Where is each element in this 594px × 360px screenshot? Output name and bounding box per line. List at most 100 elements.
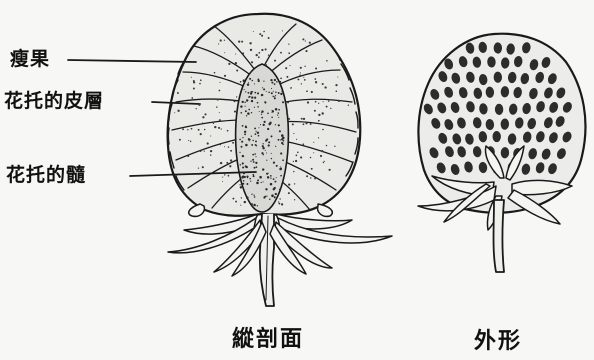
- speckle-dot: [271, 92, 273, 94]
- speckle-dot: [288, 43, 289, 44]
- speckle-dot: [303, 77, 304, 78]
- speckle-dot: [196, 108, 197, 109]
- speckle-dot: [266, 91, 267, 92]
- speckle-dot: [278, 109, 280, 111]
- speckle-dot: [246, 196, 249, 199]
- speckle-dot: [224, 40, 225, 41]
- exterior-figure: [418, 34, 585, 272]
- speckle-dot: [257, 92, 259, 94]
- speckle-dot: [278, 117, 279, 118]
- speckle-dot: [318, 137, 319, 138]
- speckle-dot: [227, 130, 229, 132]
- speckle-dot: [187, 155, 189, 157]
- speckle-dot: [300, 156, 302, 158]
- speckle-dot: [328, 169, 330, 171]
- speckle-dot: [199, 83, 201, 85]
- speckle-dot: [191, 77, 192, 78]
- speckle-dot: [200, 151, 201, 152]
- speckle-dot: [270, 183, 273, 186]
- speckle-dot: [244, 89, 245, 90]
- speckle-dot: [289, 65, 290, 66]
- speckle-dot: [334, 146, 335, 147]
- speckle-dot: [219, 119, 221, 121]
- speckle-dot: [217, 99, 219, 101]
- speckle-dot: [278, 201, 279, 202]
- label-receptacle-pith: 花托的髓: [6, 166, 86, 185]
- speckle-dot: [202, 166, 204, 168]
- speckle-dot: [254, 167, 256, 169]
- speckle-dot: [292, 123, 294, 125]
- speckle-dot: [274, 79, 276, 81]
- speckle-dot: [313, 152, 314, 153]
- speckle-dot: [244, 133, 246, 135]
- speckle-dot: [257, 205, 258, 206]
- speckle-dot: [321, 150, 323, 152]
- speckle-dot: [281, 134, 284, 137]
- speckle-dot: [191, 97, 193, 99]
- speckle-dot: [177, 110, 179, 112]
- speckle-dot: [288, 192, 290, 194]
- speckle-dot: [265, 48, 267, 50]
- speckle-dot: [248, 96, 249, 97]
- speckle-dot: [279, 203, 281, 205]
- speckle-dot: [251, 203, 253, 205]
- speckle-dot: [240, 105, 242, 107]
- speckle-dot: [281, 91, 283, 93]
- speckle-dot: [267, 112, 269, 114]
- speckle-dot: [265, 188, 267, 190]
- speckle-dot: [323, 162, 324, 163]
- speckle-dot: [228, 63, 230, 65]
- speckle-dot: [304, 66, 305, 67]
- speckle-dot: [216, 106, 217, 107]
- speckle-dot: [314, 178, 316, 180]
- speckle-dot: [281, 203, 283, 205]
- speckle-dot: [282, 101, 284, 103]
- speckle-dot: [198, 129, 200, 131]
- speckle-dot: [240, 164, 241, 165]
- speckle-dot: [297, 152, 299, 154]
- speckle-dot: [305, 40, 306, 41]
- speckle-dot: [315, 81, 317, 83]
- speckle-dot: [296, 155, 298, 157]
- speckle-dot: [252, 140, 253, 141]
- speckle-dot: [256, 166, 258, 168]
- speckle-dot: [254, 98, 255, 99]
- speckle-dot: [282, 139, 283, 140]
- speckle-dot: [322, 83, 324, 85]
- speckle-dot: [248, 92, 250, 94]
- speckle-dot: [288, 183, 290, 185]
- speckle-dot: [263, 143, 264, 144]
- speckle-dot: [256, 131, 257, 132]
- speckle-dot: [273, 178, 275, 180]
- speckle-dot: [300, 67, 302, 69]
- speckle-dot: [273, 162, 275, 164]
- speckle-dot: [295, 160, 297, 162]
- speckle-dot: [249, 78, 251, 80]
- speckle-dot: [293, 171, 294, 172]
- speckle-dot: [305, 121, 306, 122]
- speckle-dot: [244, 102, 246, 104]
- label-achene: 瘦果: [10, 50, 50, 69]
- speckle-dot: [246, 115, 247, 116]
- speckle-dot: [230, 150, 232, 152]
- speckle-dot: [276, 177, 277, 178]
- speckle-dot: [253, 174, 255, 176]
- speckle-dot: [258, 52, 260, 54]
- speckle-dot: [257, 102, 259, 104]
- speckle-dot: [275, 193, 277, 195]
- speckle-dot: [315, 101, 317, 103]
- speckle-dot: [242, 52, 244, 54]
- speckle-dot: [343, 100, 344, 101]
- speckle-dot: [260, 124, 261, 125]
- speckle-dot: [241, 176, 244, 179]
- speckle-dot: [193, 88, 195, 90]
- speckle-dot: [310, 177, 311, 178]
- speckle-dot: [261, 182, 262, 183]
- speckle-dot: [271, 194, 274, 197]
- speckle-dot: [241, 197, 242, 198]
- speckle-dot: [250, 161, 251, 162]
- speckle-dot: [242, 183, 244, 185]
- speckle-dot: [273, 96, 274, 97]
